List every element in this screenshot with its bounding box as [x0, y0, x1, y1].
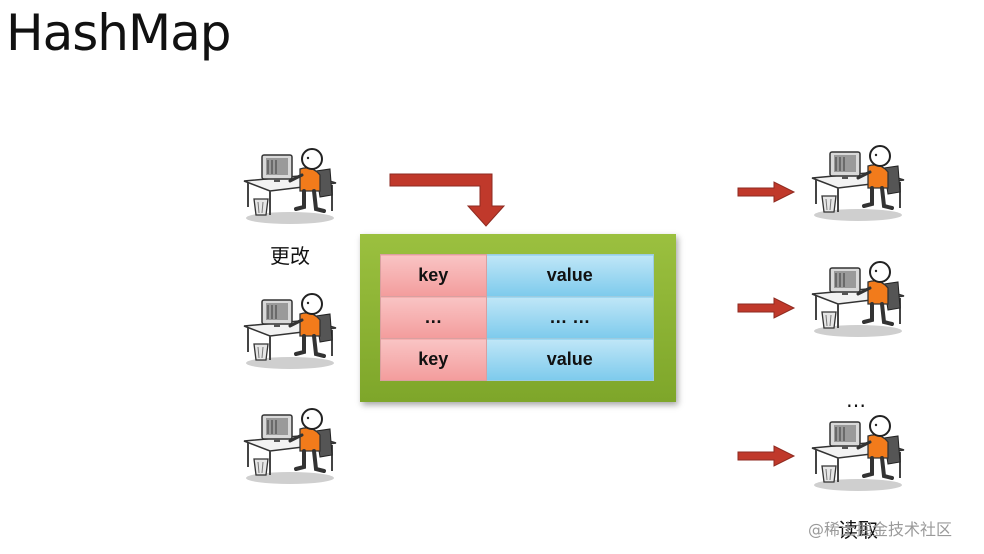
hashmap-table: key value … … … key value	[380, 254, 655, 381]
reader-person-icon	[808, 142, 908, 222]
read-arrow-icon	[736, 296, 796, 320]
table-row: key value	[380, 338, 655, 381]
write-arrow-icon	[389, 173, 506, 227]
key-cell: …	[380, 296, 487, 339]
value-cell: value	[485, 338, 655, 381]
table-row: key value	[380, 254, 655, 297]
value-cell: value	[485, 254, 655, 297]
readers-ellipsis: …	[846, 388, 866, 412]
key-cell: key	[380, 254, 487, 297]
readers-caption: 读取	[838, 518, 878, 542]
reader-person-icon	[808, 412, 908, 492]
hashmap-box: key value … … … key value	[360, 234, 676, 402]
writer-person-icon	[240, 290, 340, 370]
read-arrow-icon	[736, 444, 796, 468]
page-title: HashMap	[6, 4, 231, 62]
writer-person-icon	[240, 405, 340, 485]
value-cell: … …	[485, 296, 655, 339]
read-arrow-icon	[736, 180, 796, 204]
table-row: … … …	[380, 296, 655, 339]
writers-caption: 更改	[270, 244, 310, 268]
key-cell: key	[380, 338, 487, 381]
writer-person-icon	[240, 145, 340, 225]
reader-person-icon	[808, 258, 908, 338]
watermark: @稀土掘金技术社区	[808, 520, 953, 539]
